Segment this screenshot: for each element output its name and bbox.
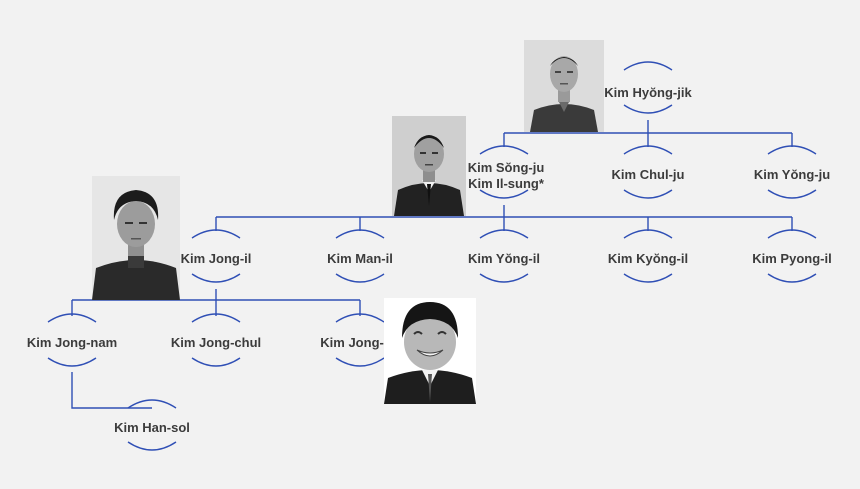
node-jong-chul-arcs (191, 313, 241, 367)
node-chul-ju-arcs (623, 145, 673, 199)
node-jong-il-arcs (191, 229, 241, 283)
node-hyong-jik-arcs (623, 61, 673, 114)
node-jong-nam-arcs (47, 313, 97, 367)
label-pyong-il: Kim Pyong-il (752, 251, 831, 266)
portrait-photo-icon (92, 176, 180, 300)
portrait-hyong-jik (524, 40, 604, 132)
label-man-il: Kim Man-il (327, 251, 393, 266)
portrait-il-sung (392, 116, 466, 216)
label-jong-nam: Kim Jong-nam (27, 335, 117, 350)
portrait-jong-il (92, 176, 180, 300)
node-kyong-il-arcs (623, 229, 673, 283)
node-man-il-arcs (335, 229, 385, 283)
node-yong-il-arcs (479, 229, 529, 283)
node-yong-ju-arcs (767, 145, 817, 199)
portrait-photo-icon (392, 116, 466, 216)
label-kyong-il: Kim Kyŏng-il (608, 251, 688, 266)
connector-jongnam-hansol (71, 372, 152, 409)
label-han-sol: Kim Han-sol (114, 420, 190, 435)
node-jong-un-arcs (335, 313, 385, 367)
portrait-jong-un (384, 298, 476, 404)
label-chul-ju: Kim Chul-ju (612, 167, 685, 182)
label-jong-un: Kim Jong-un (320, 335, 399, 350)
portrait-photo-icon (524, 40, 604, 132)
node-song-ju-arcs (479, 145, 529, 199)
label-jong-chul: Kim Jong-chul (171, 335, 261, 350)
label-il-sung: Kim Il-sung* (468, 176, 545, 191)
portrait-photo-icon (384, 298, 476, 404)
label-hyong-jik: Kim Hyŏng-jik (604, 85, 692, 100)
label-jong-il: Kim Jong-il (181, 251, 252, 266)
node-han-sol-arcs (127, 399, 177, 451)
label-yong-ju: Kim Yŏng-ju (754, 167, 830, 182)
label-yong-il: Kim Yŏng-il (468, 251, 540, 266)
node-pyong-il-arcs (767, 229, 817, 283)
label-song-ju: Kim Sŏng-ju (468, 160, 545, 175)
